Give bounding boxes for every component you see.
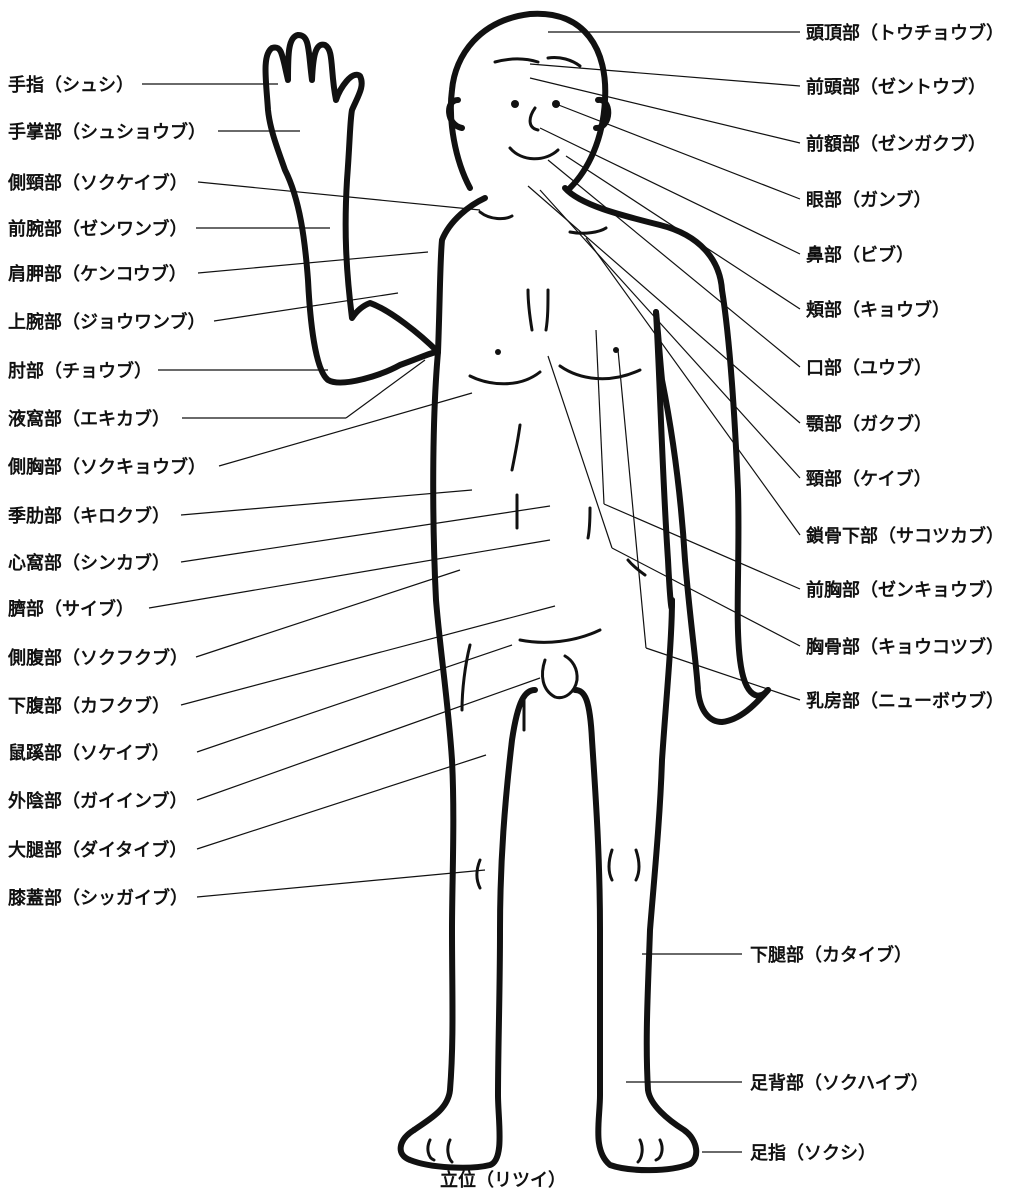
label-lower-leg: 下腿部（カタイブ） <box>750 944 912 966</box>
label-anterior-chest: 前胸部（ゼンキョウブ） <box>806 579 1004 601</box>
label-flank: 側腹部（ソクフクブ） <box>7 647 188 669</box>
label-scapular: 肩胛部（ケンコウブ） <box>8 263 187 285</box>
label-inguinal: 鼠蹊部（ソケイブ） <box>8 742 170 764</box>
label-elbow: 肘部（チョウブ） <box>8 360 152 382</box>
label-breast: 乳房部（ニューボウブ） <box>806 690 1004 712</box>
left-labels: 手指（シュシ） 手掌部（シュショウブ） 側頸部（ソクケイブ） 前腕部（ゼンワンブ… <box>7 74 206 909</box>
label-thigh: 大腿部（ダイタイブ） <box>8 839 187 861</box>
label-patellar: 膝蓋部（シッガイブ） <box>8 887 188 909</box>
label-genital: 外陰部（ガイインブ） <box>8 790 187 812</box>
label-dorsum-foot: 足背部（ソクハイブ） <box>750 1072 929 1094</box>
label-umbilical: 臍部（サイブ） <box>8 598 134 620</box>
label-lateral-chest: 側胸部（ソクキョウブ） <box>7 456 206 478</box>
label-hypochondrium: 季肋部（キロクブ） <box>8 505 170 527</box>
label-sternal: 胸骨部（キョウコツブ） <box>806 636 1004 658</box>
caption-standing-position: 立位（リツイ） <box>440 1169 566 1189</box>
label-frontal: 前頭部（ゼントウブ） <box>806 76 986 98</box>
label-nose: 鼻部（ビブ） <box>806 244 914 266</box>
label-neck: 頸部（ケイブ） <box>806 468 932 490</box>
figure-details <box>426 56 664 1164</box>
label-palm: 手掌部（シュショウブ） <box>8 121 206 143</box>
label-vertex: 頭頂部（トウチョウブ） <box>806 22 1004 44</box>
lower-right-labels: 下腿部（カタイブ） 足背部（ソクハイブ） 足指（ソクシ） <box>750 944 929 1164</box>
label-cheek: 頬部（キョウブ） <box>806 299 950 321</box>
leader-lines <box>142 31 801 1153</box>
label-jaw: 顎部（ガクブ） <box>806 413 932 435</box>
label-axilla: 液窩部（エキカブ） <box>8 408 170 430</box>
label-upper-arm: 上腕部（ジョウワンブ） <box>8 311 205 333</box>
figure-outline <box>262 10 771 1174</box>
label-lateral-neck: 側頸部（ソクケイブ） <box>7 172 188 194</box>
label-toes: 足指（ソクシ） <box>750 1142 876 1164</box>
label-eye: 眼部（ガンブ） <box>806 189 931 211</box>
label-fingers: 手指（シュシ） <box>8 74 134 96</box>
label-mouth: 口部（ユウブ） <box>806 357 932 379</box>
label-subclavian: 鎖骨下部（サコツカブ） <box>806 525 1004 547</box>
label-forearm: 前腕部（ゼンワンブ） <box>8 218 187 240</box>
right-labels: 頭頂部（トウチョウブ） 前頭部（ゼントウブ） 前額部（ゼンガクブ） 眼部（ガンブ… <box>806 22 1004 712</box>
label-forehead: 前額部（ゼンガクブ） <box>806 133 986 155</box>
label-epigastrium: 心窩部（シンカブ） <box>8 552 170 574</box>
label-lower-abdomen: 下腹部（カフクブ） <box>8 695 170 717</box>
